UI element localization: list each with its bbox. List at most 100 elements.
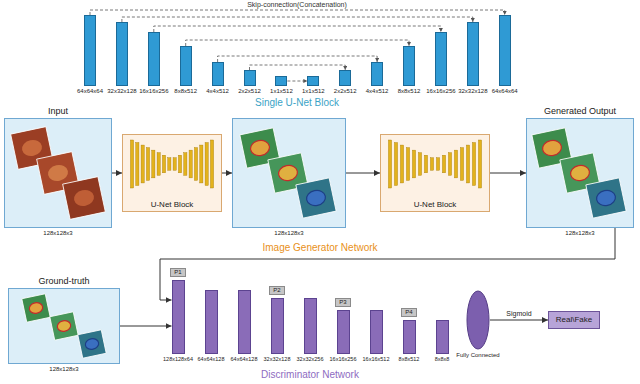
label-holder: Discriminator Network	[0, 0, 98, 12]
unet-layer: 32x32x128	[467, 22, 479, 86]
layer-size: 32x32x128	[107, 88, 136, 95]
image-region	[72, 188, 95, 208]
unet-layer: 8x8x512	[403, 46, 415, 86]
feature-tag: P1	[170, 268, 186, 277]
unet-layer-icon	[406, 148, 409, 181]
flow-arrow	[112, 173, 122, 174]
panel-heading: Input	[48, 106, 68, 116]
feature-tag: P2	[269, 286, 285, 295]
panel-heading: Generated Output	[544, 106, 616, 116]
discriminator-layer: 64x64x128	[205, 290, 218, 354]
image-region	[249, 139, 271, 158]
layer-size: 16x16x256	[330, 356, 357, 362]
unet-layer-icon	[152, 150, 155, 178]
unet-layer-icon	[442, 155, 445, 173]
unet-layer-icon	[178, 155, 181, 173]
layer-size: 8x8x512	[174, 88, 197, 95]
unet-layer: 4x4x512	[371, 62, 383, 86]
image-panel: Generated Output128x128x3	[526, 118, 634, 228]
unet-layer-icon	[466, 145, 469, 183]
unet-layer-icon	[430, 158, 433, 171]
unet-layer-icon	[412, 150, 415, 178]
unet-layer-icon	[394, 143, 397, 186]
layer-size: 8x8x512	[399, 356, 420, 362]
layer-size: 32x32x128	[264, 356, 291, 362]
unet-layer-icon	[136, 143, 139, 186]
image-region	[20, 138, 43, 158]
ellipse-outline	[466, 290, 490, 350]
panel-fill	[4, 118, 112, 228]
layer-size: 4x4x512	[366, 88, 389, 95]
skip-connection	[90, 10, 505, 15]
layer-name: Fully Connected	[456, 352, 499, 359]
image-region	[56, 319, 71, 332]
unet-layer-icon	[200, 145, 203, 183]
unet-layer-icon	[478, 140, 481, 188]
image-size: 128x128x3	[274, 230, 303, 237]
unet-layer-icon	[194, 148, 197, 181]
unet-layer-icon	[189, 150, 192, 178]
panel-heading: Ground-truth	[38, 276, 89, 286]
discriminator-layer: 32x32x256	[304, 298, 317, 354]
panel-fill	[232, 118, 346, 228]
image-tile	[296, 178, 336, 218]
layer-size: 32x32x256	[297, 356, 324, 362]
image-square	[586, 178, 626, 218]
image-tile	[22, 294, 50, 322]
image-size: 128x128x3	[43, 230, 72, 237]
flow-arrow	[346, 173, 380, 174]
discriminator-layer: 32x32x128	[271, 298, 284, 354]
unet-layer: 16x16x256	[148, 32, 160, 86]
image-region	[595, 189, 617, 208]
layer-size: 8x8x8	[435, 356, 450, 362]
fully-connected-ellipse: Fully Connected	[466, 290, 490, 350]
skip-connection	[122, 17, 473, 22]
layer-size: 1x1x512	[302, 88, 325, 95]
layer-size: 1x1x512	[270, 88, 293, 95]
image-region	[541, 139, 563, 158]
layer-size: 16x16x256	[426, 88, 455, 95]
unet-layer-icon	[184, 153, 187, 176]
block-name: U-Net Block	[151, 200, 194, 209]
tag-text: P1	[174, 269, 181, 276]
layer-size: 128x128x64	[163, 356, 193, 362]
layer-size: 32x32x128	[458, 88, 487, 95]
image-region	[28, 301, 43, 314]
section-title: Image Generator Network	[262, 242, 377, 254]
layer-size: 64x64x64	[492, 88, 518, 95]
image-tile	[586, 178, 626, 218]
layer-size: 16x16x512	[363, 356, 390, 362]
layer-size: 64x64x128	[231, 356, 258, 362]
unet-layer-icon	[205, 143, 208, 186]
edge-label: Sigmoid	[505, 310, 532, 318]
unet-layer-icon	[210, 140, 213, 188]
unet-layer: 16x16x256	[435, 32, 447, 86]
skip-connection	[154, 26, 441, 32]
flow-arrow	[120, 326, 172, 327]
discriminator-layer: 8x8x8	[436, 320, 449, 354]
block-name: U-Net Block	[414, 200, 457, 209]
unet-layer-icon	[400, 145, 403, 183]
unet-layer-icon	[130, 140, 133, 188]
block-fill	[122, 134, 222, 212]
unet-layer: 1x1x512	[307, 76, 319, 86]
image-tile	[78, 330, 106, 358]
layer-size: 4x4x512	[206, 88, 229, 95]
label-holder: Skip-connection(Concatenation)	[0, 0, 100, 8]
skip-connection	[287, 81, 307, 82]
unet-layer-icon	[454, 150, 457, 178]
layer-size: 64x64x64	[77, 88, 103, 95]
ellipse-shape	[467, 291, 489, 349]
image-region	[46, 163, 69, 183]
panel-fill	[526, 118, 634, 228]
tag-text: P2	[273, 287, 280, 294]
panel-fill	[8, 288, 120, 364]
unet-layer-icon	[448, 153, 451, 176]
layer-size: 8x8x512	[398, 88, 421, 95]
image-square	[296, 178, 336, 218]
unet-layer: 64x64x64	[499, 15, 511, 86]
unet-layer-icon	[436, 158, 439, 171]
unet-layer: 2x2x512	[244, 70, 256, 86]
